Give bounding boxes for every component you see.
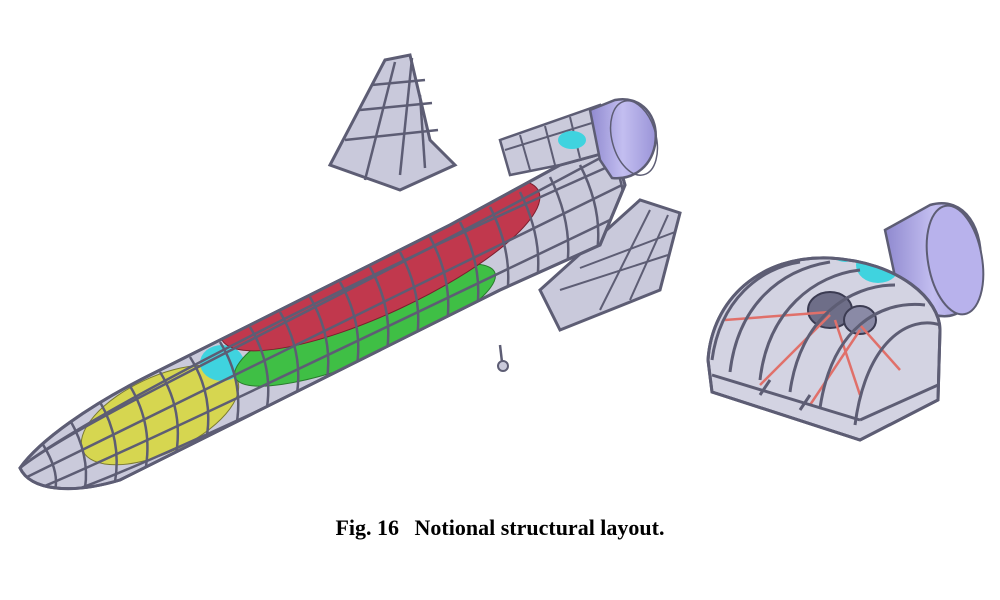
right-wing: [538, 198, 682, 332]
cyan-tank-aft: [558, 131, 586, 149]
bay-struts: [724, 310, 901, 406]
figure-caption-text: Notional structural layout.: [414, 515, 665, 540]
vehicle-engine-section: [498, 97, 659, 180]
figure-caption: Fig. 16 Notional structural layout.: [0, 515, 1000, 541]
vehicle-airframe: [18, 53, 682, 491]
figure-number: Fig. 16: [335, 515, 400, 540]
landing-gear: [497, 344, 509, 372]
vertical-tail-fin: [327, 53, 458, 192]
engine-bay-module: [706, 202, 985, 442]
